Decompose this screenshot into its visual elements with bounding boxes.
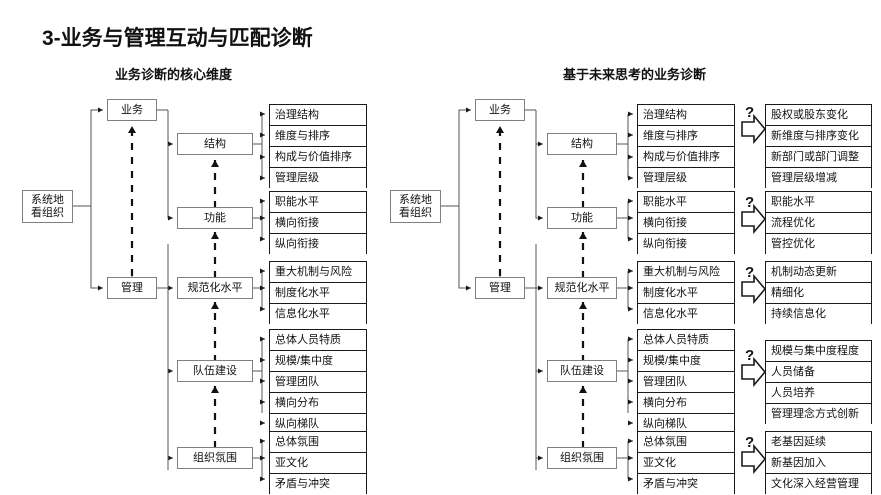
- left-leaf[interactable]: 制度化水平: [270, 283, 366, 304]
- left-leaf[interactable]: 信息化水平: [270, 304, 366, 325]
- panel-title-left: 业务诊断的核心维度: [115, 67, 233, 82]
- right-leaf[interactable]: 横向衔接: [638, 213, 734, 234]
- outcome-stack-structure: 股权或股东变化 新维度与排序变化 新部门或部门调整 管理层级增减: [765, 104, 872, 189]
- left-leaf[interactable]: 重大机制与风险: [270, 262, 366, 283]
- outcome-stack-climate: 老基因延续 新基因加入 文化深入经营管理: [765, 431, 872, 495]
- left-root-line1: 系统地: [31, 194, 64, 207]
- outcome-item[interactable]: 职能水平: [766, 192, 871, 213]
- right-root-line2: 看组织: [399, 206, 432, 219]
- question-mark-icon-standardization: ?: [745, 264, 755, 281]
- question-mark-icon-team: ?: [745, 347, 755, 364]
- outcome-item[interactable]: 管控优化: [766, 234, 871, 255]
- outcome-item[interactable]: 新部门或部门调整: [766, 147, 871, 168]
- outcome-item[interactable]: 精细化: [766, 283, 871, 304]
- right-leaf[interactable]: 横向分布: [638, 393, 734, 414]
- question-mark-icon-structure: ?: [745, 104, 755, 121]
- outcome-item[interactable]: 管理层级增减: [766, 168, 871, 189]
- left-root-line2: 看组织: [31, 206, 64, 219]
- right-leafstack-standardization: 重大机制与风险 制度化水平 信息化水平: [637, 261, 735, 325]
- left-leaf[interactable]: 矛盾与冲突: [270, 474, 366, 495]
- left-leaf[interactable]: 亚文化: [270, 453, 366, 474]
- left-node-climate[interactable]: 组织氛围: [177, 447, 253, 469]
- left-node-management[interactable]: 管理: [107, 277, 157, 299]
- left-leafstack-function: 职能水平 横向衔接 纵向衔接: [269, 191, 367, 255]
- left-leafstack-structure: 治理结构 维度与排序 构成与价值排序 管理层级: [269, 104, 367, 189]
- left-leaf[interactable]: 管理层级: [270, 168, 366, 189]
- outcome-item[interactable]: 流程优化: [766, 213, 871, 234]
- panel-title-right: 基于未来思考的业务诊断: [563, 67, 707, 82]
- outcome-item[interactable]: 新维度与排序变化: [766, 126, 871, 147]
- left-node-function[interactable]: 功能: [177, 207, 253, 229]
- right-leaf[interactable]: 管理层级: [638, 168, 734, 189]
- question-mark-icon-function: ?: [745, 194, 755, 211]
- right-node-business[interactable]: 业务: [475, 99, 525, 121]
- right-leaf[interactable]: 纵向梯队: [638, 414, 734, 435]
- left-leafstack-team: 总体人员特质 规模/集中度 管理团队 横向分布 纵向梯队: [269, 329, 367, 435]
- right-leafstack-function: 职能水平 横向衔接 纵向衔接: [637, 191, 735, 255]
- outcome-item[interactable]: 人员培养: [766, 383, 871, 404]
- outcome-stack-standardization: 机制动态更新 精细化 持续信息化: [765, 261, 872, 325]
- outcome-item[interactable]: 文化深入经营管理: [766, 474, 871, 495]
- right-leaf[interactable]: 职能水平: [638, 192, 734, 213]
- right-leaf[interactable]: 规模/集中度: [638, 351, 734, 372]
- outcome-item[interactable]: 老基因延续: [766, 432, 871, 453]
- left-leaf[interactable]: 总体人员特质: [270, 330, 366, 351]
- outcome-item[interactable]: 管理理念方式创新: [766, 404, 871, 425]
- right-node-standardization[interactable]: 规范化水平: [547, 277, 617, 299]
- right-leaf[interactable]: 矛盾与冲突: [638, 474, 734, 495]
- left-node-business[interactable]: 业务: [107, 99, 157, 121]
- right-leafstack-structure: 治理结构 维度与排序 构成与价值排序 管理层级: [637, 104, 735, 189]
- left-leaf[interactable]: 构成与价值排序: [270, 147, 366, 168]
- left-leafstack-standardization: 重大机制与风险 制度化水平 信息化水平: [269, 261, 367, 325]
- outcome-item[interactable]: 持续信息化: [766, 304, 871, 325]
- left-leaf[interactable]: 横向衔接: [270, 213, 366, 234]
- left-root-node[interactable]: 系统地 看组织: [22, 190, 73, 223]
- outcome-stack-function: 职能水平 流程优化 管控优化: [765, 191, 872, 255]
- outcome-item[interactable]: 规模与集中度程度: [766, 341, 871, 362]
- right-leafstack-team: 总体人员特质 规模/集中度 管理团队 横向分布 纵向梯队: [637, 329, 735, 435]
- left-leaf[interactable]: 职能水平: [270, 192, 366, 213]
- left-leaf[interactable]: 治理结构: [270, 105, 366, 126]
- right-leaf[interactable]: 管理团队: [638, 372, 734, 393]
- left-leaf[interactable]: 管理团队: [270, 372, 366, 393]
- left-node-team[interactable]: 队伍建设: [177, 360, 253, 382]
- left-leaf[interactable]: 维度与排序: [270, 126, 366, 147]
- right-leaf[interactable]: 纵向衔接: [638, 234, 734, 255]
- left-leafstack-climate: 总体氛围 亚文化 矛盾与冲突: [269, 431, 367, 495]
- right-leafstack-climate: 总体氛围 亚文化 矛盾与冲突: [637, 431, 735, 495]
- outcome-stack-team: 规模与集中度程度 人员储备 人员培养 管理理念方式创新: [765, 340, 872, 425]
- right-leaf[interactable]: 总体人员特质: [638, 330, 734, 351]
- right-leaf[interactable]: 构成与价值排序: [638, 147, 734, 168]
- right-leaf[interactable]: 治理结构: [638, 105, 734, 126]
- right-node-management[interactable]: 管理: [475, 277, 525, 299]
- left-node-structure[interactable]: 结构: [177, 133, 253, 155]
- left-leaf[interactable]: 横向分布: [270, 393, 366, 414]
- right-leaf[interactable]: 制度化水平: [638, 283, 734, 304]
- right-leaf[interactable]: 总体氛围: [638, 432, 734, 453]
- right-node-team[interactable]: 队伍建设: [547, 360, 617, 382]
- right-node-structure[interactable]: 结构: [547, 133, 617, 155]
- outcome-item[interactable]: 人员储备: [766, 362, 871, 383]
- right-root-line1: 系统地: [399, 194, 432, 207]
- left-leaf[interactable]: 规模/集中度: [270, 351, 366, 372]
- outcome-item[interactable]: 股权或股东变化: [766, 105, 871, 126]
- left-leaf[interactable]: 纵向衔接: [270, 234, 366, 255]
- left-leaf[interactable]: 纵向梯队: [270, 414, 366, 435]
- right-leaf[interactable]: 维度与排序: [638, 126, 734, 147]
- left-node-standardization[interactable]: 规范化水平: [177, 277, 253, 299]
- right-leaf[interactable]: 信息化水平: [638, 304, 734, 325]
- right-leaf[interactable]: 亚文化: [638, 453, 734, 474]
- right-root-node[interactable]: 系统地 看组织: [390, 190, 441, 223]
- left-leaf[interactable]: 总体氛围: [270, 432, 366, 453]
- outcome-item[interactable]: 新基因加入: [766, 453, 871, 474]
- question-mark-icon-climate: ?: [745, 434, 755, 451]
- right-node-climate[interactable]: 组织氛围: [547, 447, 617, 469]
- right-node-function[interactable]: 功能: [547, 207, 617, 229]
- page-title: 3-业务与管理互动与匹配诊断: [42, 27, 313, 50]
- outcome-item[interactable]: 机制动态更新: [766, 262, 871, 283]
- right-leaf[interactable]: 重大机制与风险: [638, 262, 734, 283]
